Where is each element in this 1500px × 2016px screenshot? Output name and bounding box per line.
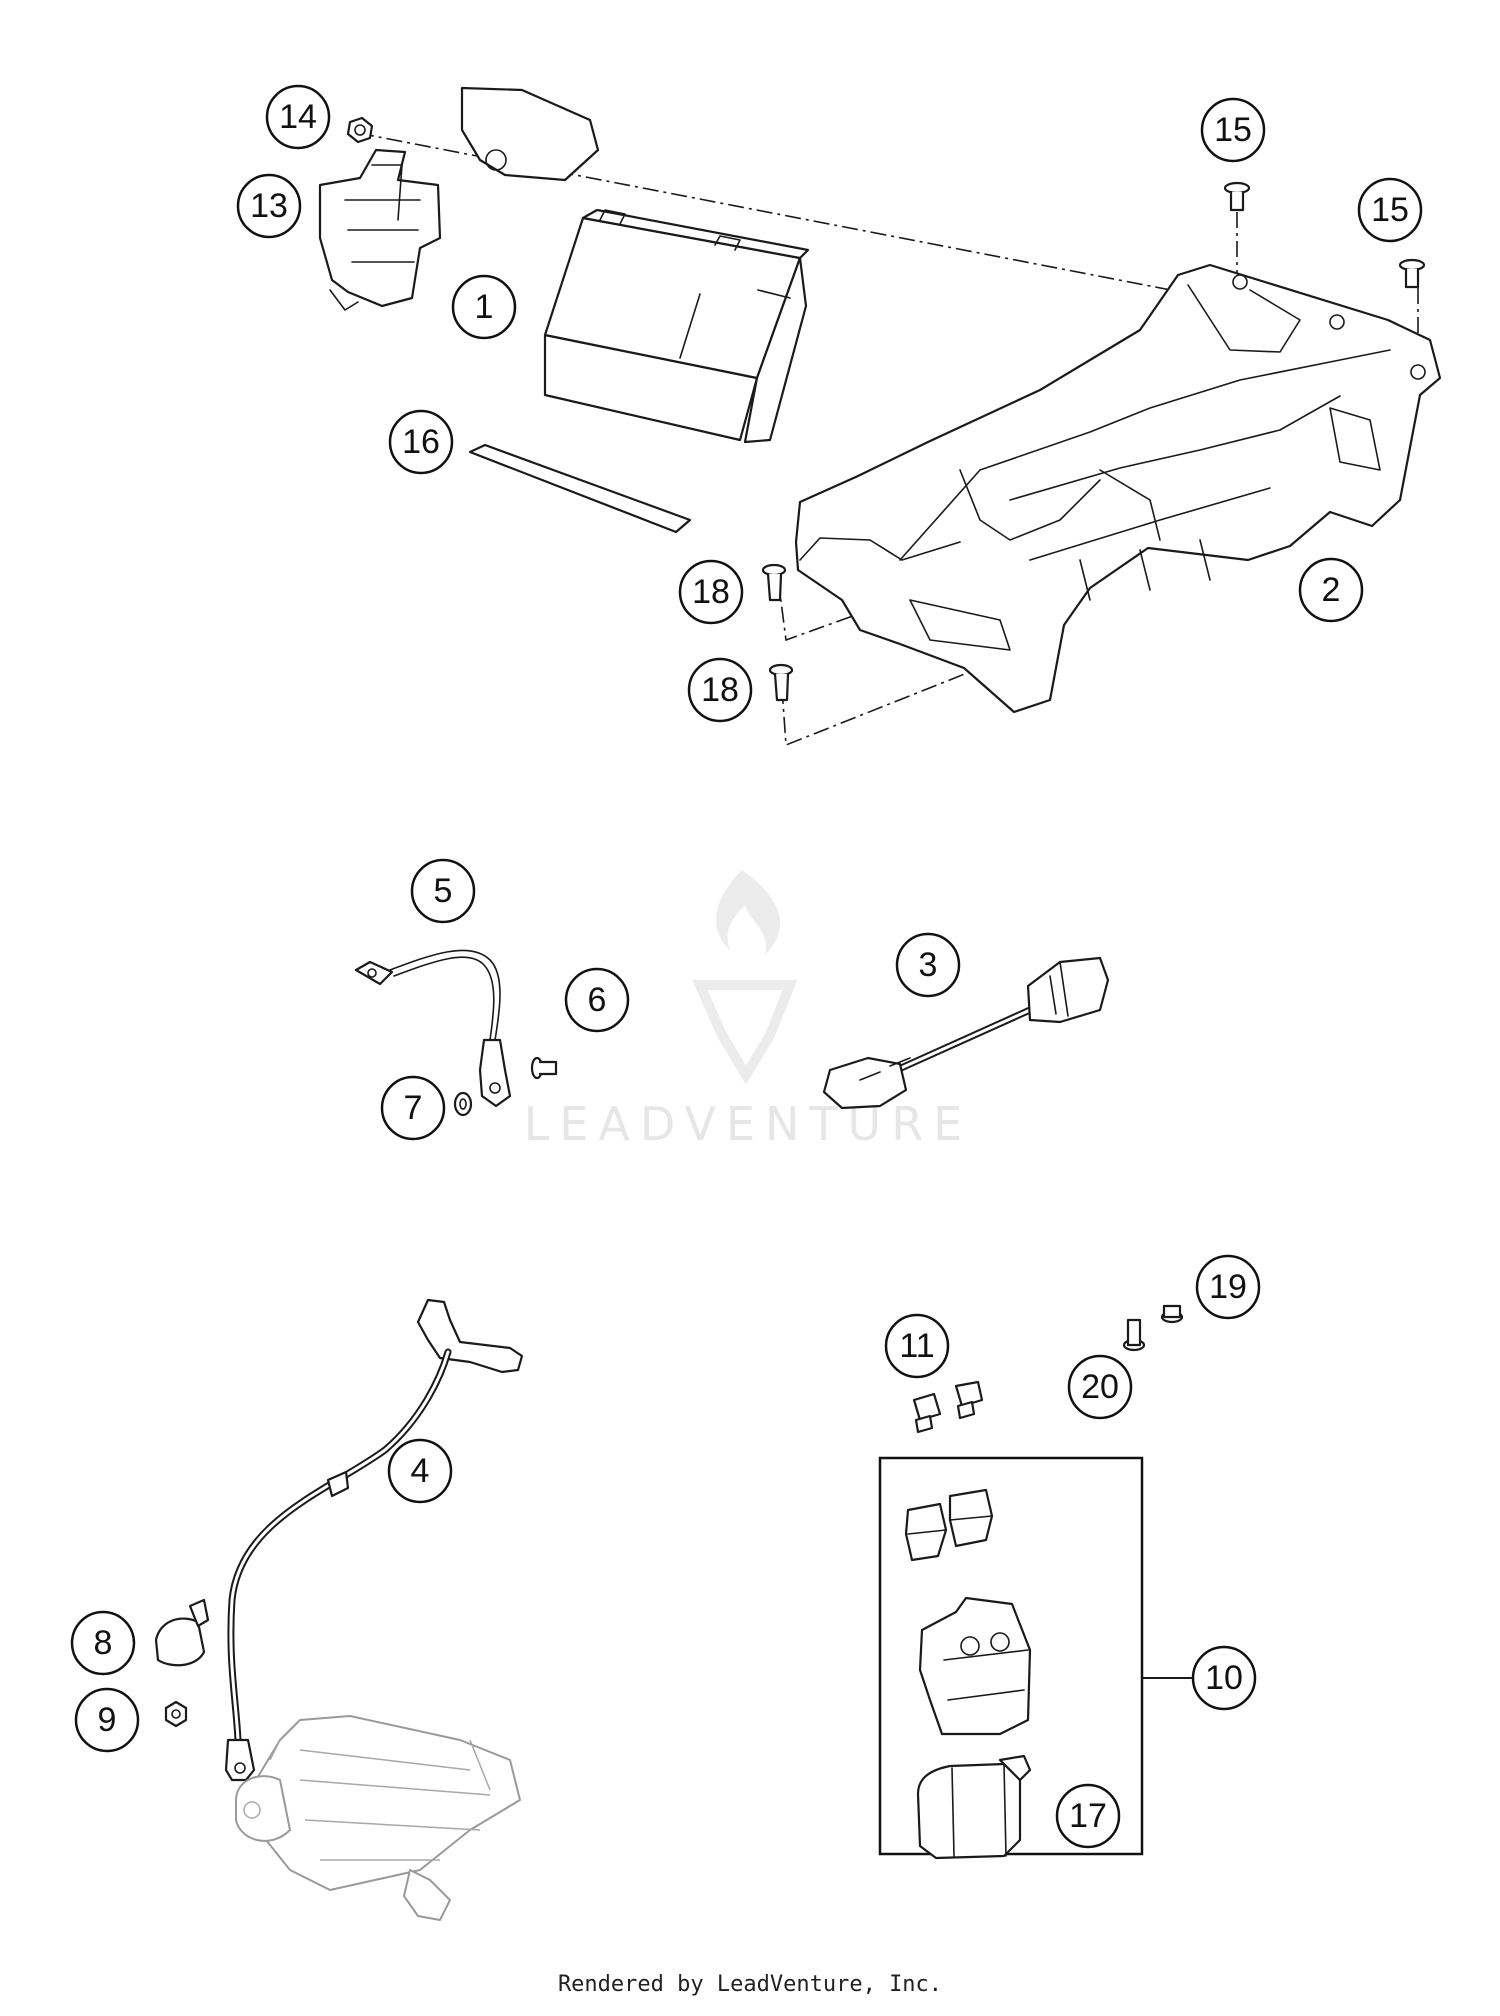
callout-10: 10 xyxy=(1191,1645,1257,1711)
callout-4-label: 4 xyxy=(411,1452,430,1490)
cable-part-3 xyxy=(822,956,1110,1110)
callout-7-label: 7 xyxy=(404,1089,423,1127)
callout-16: 16 xyxy=(388,409,454,475)
callout-18: 18 xyxy=(687,657,753,723)
callout-18-label: 18 xyxy=(701,671,739,709)
assembly-line xyxy=(777,529,1093,642)
relay-cover-part-17 xyxy=(916,1754,1032,1860)
screw-part-18 xyxy=(768,663,794,702)
callout-6: 6 xyxy=(564,967,630,1033)
callout-7: 7 xyxy=(380,1075,446,1141)
cap-part-8 xyxy=(154,1598,210,1667)
screw-part-15 xyxy=(1223,181,1251,212)
screw-part-20 xyxy=(1122,1318,1146,1352)
callout-13-label: 13 xyxy=(250,187,288,225)
callout-19-label: 19 xyxy=(1209,1268,1247,1306)
callout-18-label: 18 xyxy=(692,573,730,611)
footer-credit: Rendered by LeadVenture, Inc. xyxy=(557,1972,943,1997)
callout-9: 9 xyxy=(74,1687,140,1753)
relay-kit-box xyxy=(878,1456,1195,1856)
callout-6-label: 6 xyxy=(588,981,607,1019)
battery-part-1 xyxy=(543,208,810,444)
callout-2: 2 xyxy=(1298,557,1364,623)
starter-cable-part-4 xyxy=(224,1298,524,1782)
callout-15: 15 xyxy=(1357,177,1423,243)
bracket-part-13 xyxy=(318,86,600,311)
callout-17: 17 xyxy=(1055,1783,1121,1849)
screw-part-6 xyxy=(530,1056,558,1080)
connector-blocks xyxy=(904,1488,994,1562)
callout-9-label: 9 xyxy=(98,1701,117,1739)
callout-20: 20 xyxy=(1067,1354,1133,1420)
callout-14: 14 xyxy=(265,84,331,150)
callout-5: 5 xyxy=(410,858,476,924)
starter-motor xyxy=(235,1715,521,1921)
screw-part-15 xyxy=(1398,258,1426,289)
assembly-line xyxy=(781,659,1001,747)
callout-15-label: 15 xyxy=(1371,191,1409,229)
callout-20-label: 20 xyxy=(1081,1368,1119,1406)
callout-10-label: 10 xyxy=(1205,1659,1243,1697)
callout-4: 4 xyxy=(387,1438,453,1504)
callout-13: 13 xyxy=(236,173,302,239)
callout-8: 8 xyxy=(70,1610,136,1676)
watermark-flame-icon xyxy=(716,870,781,955)
fuse-part-11 xyxy=(912,1392,942,1434)
watermark-v-icon xyxy=(692,980,798,1085)
pad-part-16 xyxy=(468,443,692,534)
nut-part-9 xyxy=(164,1700,188,1728)
callout-18: 18 xyxy=(678,559,744,625)
callout-16-label: 16 xyxy=(402,423,440,461)
watermark: LEADVENTURE xyxy=(524,870,973,1151)
callout-15-label: 15 xyxy=(1214,111,1252,149)
battery-tray-part-2 xyxy=(794,263,1442,714)
fuse-part-11 xyxy=(954,1380,984,1420)
relay-part-10 xyxy=(918,1596,1032,1736)
callout-2-label: 2 xyxy=(1322,571,1341,609)
washer-part-7 xyxy=(453,1091,473,1117)
callout-17-label: 17 xyxy=(1069,1797,1107,1835)
callout-8-label: 8 xyxy=(94,1624,113,1662)
callout-3: 3 xyxy=(895,932,961,998)
screw-part-18 xyxy=(761,563,787,602)
callout-5-label: 5 xyxy=(434,872,453,910)
ground-cable-part-5 xyxy=(354,949,512,1108)
nut-part-14 xyxy=(346,116,374,144)
watermark-text: LEADVENTURE xyxy=(524,1097,973,1151)
callout-1-label: 1 xyxy=(475,288,494,326)
callout-11: 11 xyxy=(884,1313,950,1379)
callout-1: 1 xyxy=(451,274,517,340)
callout-11-label: 11 xyxy=(899,1327,934,1365)
nut-part-19 xyxy=(1160,1304,1184,1324)
callout-14-label: 14 xyxy=(279,98,317,136)
callout-3-label: 3 xyxy=(919,946,938,984)
callout-15: 15 xyxy=(1200,97,1266,163)
callout-19: 19 xyxy=(1195,1254,1261,1320)
